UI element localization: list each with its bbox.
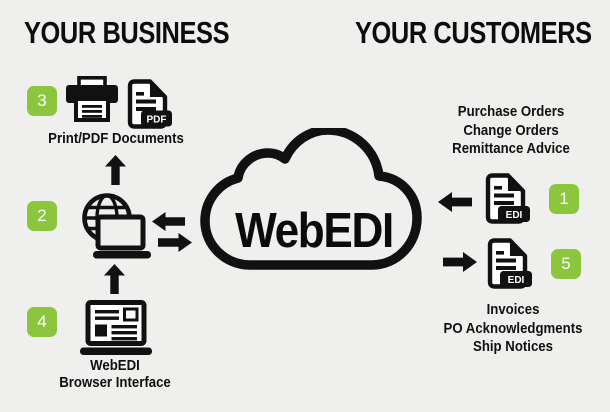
pdf-document-icon: PDF <box>126 79 172 129</box>
cloud-label: WebEDI <box>235 204 394 258</box>
edi-tag-label: EDI <box>508 275 525 286</box>
arrow-left-icon <box>438 192 472 212</box>
arrow-right-icon <box>443 252 477 272</box>
edi-document-icon-outbound: EDI <box>486 238 534 291</box>
globe-laptop-icon <box>76 191 152 259</box>
pdf-tag-label: PDF <box>147 115 167 126</box>
arrow-left-icon <box>152 212 185 231</box>
label-print-pdf-documents: Print/PDF Documents <box>48 130 184 147</box>
label-webedi-browser-interface: WebEDI Browser Interface <box>27 357 203 391</box>
step-badge-1: 1 <box>549 184 579 214</box>
label-line-browser-interface: Browser Interface <box>59 373 171 391</box>
printer-icon <box>66 76 118 122</box>
doc-type: Remittance Advice <box>452 140 570 157</box>
doc-type: Ship Notices <box>473 338 553 355</box>
inbound-doc-types: Purchase Orders Change Orders Remittance… <box>432 103 590 159</box>
outbound-doc-types: Invoices PO Acknowledgments Ship Notices <box>429 301 596 357</box>
step-badge-3: 3 <box>27 86 57 116</box>
doc-type: Purchase Orders <box>457 103 565 120</box>
doc-type: Change Orders <box>463 121 559 139</box>
webedi-cloud <box>196 128 426 280</box>
browser-laptop-icon <box>80 300 152 355</box>
edi-tag-label: EDI <box>506 210 523 221</box>
arrow-up-icon <box>105 155 126 185</box>
label-line-webedi: WebEDI <box>90 357 140 374</box>
heading-your-business: YOUR BUSINESS <box>24 15 230 50</box>
arrow-up-icon <box>104 264 125 294</box>
doc-type: Invoices <box>486 301 540 318</box>
edi-document-icon-inbound: EDI <box>484 173 532 226</box>
arrow-right-icon <box>158 233 192 252</box>
step-badge-2: 2 <box>27 201 57 231</box>
step-badge-5: 5 <box>551 249 581 279</box>
doc-type: PO Acknowledgments <box>443 319 583 337</box>
heading-your-customers: YOUR CUSTOMERS <box>355 15 592 50</box>
step-badge-4: 4 <box>27 307 57 337</box>
